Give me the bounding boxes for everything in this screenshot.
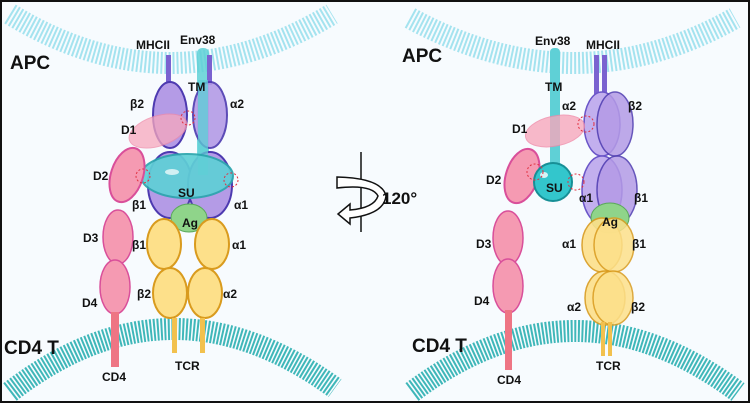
- t-membrane-band-left: [3, 318, 342, 401]
- cd4-d4-label-left: D4: [82, 296, 98, 310]
- contact-site-2-left: [135, 168, 151, 184]
- tm-label-left: TM: [188, 80, 205, 94]
- cd4-d1-label-right: D1: [512, 122, 528, 136]
- mhc-alpha1-label-left: α1: [234, 198, 248, 212]
- mhc-beta1-label-left: β1: [132, 198, 146, 212]
- tcr-stalk-b-right: [608, 322, 612, 356]
- env38-tm-stalk-right: [550, 48, 560, 173]
- contact-site-1-left: [180, 110, 196, 126]
- apc-membrane-band-right: [404, 8, 741, 74]
- panel-right: APC CD4 T Env38 MHCII TM α2 β2 D1 D2 SU …: [402, 8, 745, 401]
- tcr-alpha1-label-left: α1: [232, 238, 246, 252]
- su-label-right: SU: [546, 181, 563, 195]
- cd4-d2-label-right: D2: [486, 173, 502, 187]
- mhcii-stalk-alpha-left: [207, 55, 212, 85]
- cd4-d1-left: [128, 113, 188, 149]
- contact-site-3-left: [223, 172, 239, 188]
- env38-label-right: Env38: [535, 34, 571, 48]
- ag-label-right: Ag: [602, 215, 618, 229]
- tcr-beta2-label-left: β2: [137, 287, 151, 301]
- mhc-beta1-label-right: β1: [634, 191, 648, 205]
- cd4-label-left: CD4: [102, 370, 126, 384]
- tcr-beta1-label-left: β1: [132, 238, 146, 252]
- cd4-d4-right: [492, 258, 524, 314]
- rotation-angle-label: 120°: [382, 189, 417, 208]
- tm-label-right: TM: [545, 80, 562, 94]
- contact-site-1-right: [577, 115, 595, 133]
- contact-site-3-right: [567, 173, 585, 191]
- cd4t-label-right: CD4 T: [412, 336, 467, 357]
- cd4-d3-label-left: D3: [83, 231, 99, 245]
- apc-label-right: APC: [402, 46, 442, 67]
- cd4-d2-left: [108, 146, 146, 204]
- env38-tm-overlay-left: [198, 80, 208, 175]
- tcr-alpha1-left: [194, 218, 230, 270]
- tcr-beta2-right: [592, 270, 634, 326]
- env38-label-left: Env38: [180, 33, 216, 47]
- cd4-d1-right: [524, 114, 586, 148]
- panel-left: APC CD4 T MHCII Env38 TM β2 α2 D1 D2 SU …: [3, 4, 342, 401]
- cd4-stalk-left: [111, 312, 119, 367]
- mhcii-stalk-left-right: [594, 55, 599, 95]
- mhc-alpha2-label-right: α2: [562, 99, 576, 113]
- cd4-d3-right: [492, 210, 524, 266]
- mhc-beta2-label-left: β2: [130, 97, 144, 111]
- cd4-d4-label-right: D4: [474, 294, 490, 308]
- rotation-arrow: [336, 176, 387, 226]
- mhcii-label-left: MHCII: [136, 38, 170, 52]
- mhc-alpha2-label-left: α2: [230, 97, 244, 111]
- tcr-beta2-label-right: β2: [631, 300, 645, 314]
- cd4-d2-label-left: D2: [93, 169, 109, 183]
- cd4-d1-label-left: D1: [121, 123, 137, 137]
- mhcii-label-right: MHCII: [586, 38, 620, 52]
- mhcii-stalk-right-right: [602, 55, 607, 95]
- tcr-beta1-left: [146, 218, 182, 270]
- contact-site-2-right: [526, 163, 544, 181]
- cd4-d3-left: [102, 209, 134, 265]
- tcr-stalk-a-right: [601, 322, 605, 356]
- apc-label-left: APC: [10, 53, 50, 74]
- antigen-left: [170, 203, 208, 233]
- tcr-beta1-label-right: β1: [632, 237, 646, 251]
- tcr-stalk-alpha-left: [200, 318, 205, 353]
- su-label-left: SU: [178, 186, 195, 200]
- tcr-label-right: TCR: [596, 359, 621, 373]
- su-highlight-left: [165, 169, 179, 175]
- cd4-stalk-right: [505, 310, 512, 370]
- ag-label-left: Ag: [182, 216, 198, 230]
- tcr-alpha2-label-right: α2: [567, 300, 581, 314]
- tcr-alpha2-label-left: α2: [223, 287, 237, 301]
- t-membrane-band-right: [405, 320, 745, 401]
- tcr-label-left: TCR: [175, 359, 200, 373]
- cd4-d3-label-right: D3: [476, 237, 492, 251]
- mhcii-stalk-beta-left: [166, 55, 171, 85]
- tcr-alpha2-left: [187, 267, 223, 319]
- cd4-d4-left: [99, 259, 131, 315]
- tcr-alpha1-label-right: α1: [562, 237, 576, 251]
- cd4t-label-left: CD4 T: [4, 338, 59, 359]
- tcr-stalk-beta-left: [172, 318, 177, 353]
- mhc-alpha1-label-right: α1: [579, 191, 593, 205]
- cd4-label-right: CD4: [497, 373, 521, 387]
- mhc-beta2-label-right: β2: [628, 99, 642, 113]
- rotation-icon: 120°: [336, 152, 417, 232]
- tcr-beta2-left: [152, 267, 188, 319]
